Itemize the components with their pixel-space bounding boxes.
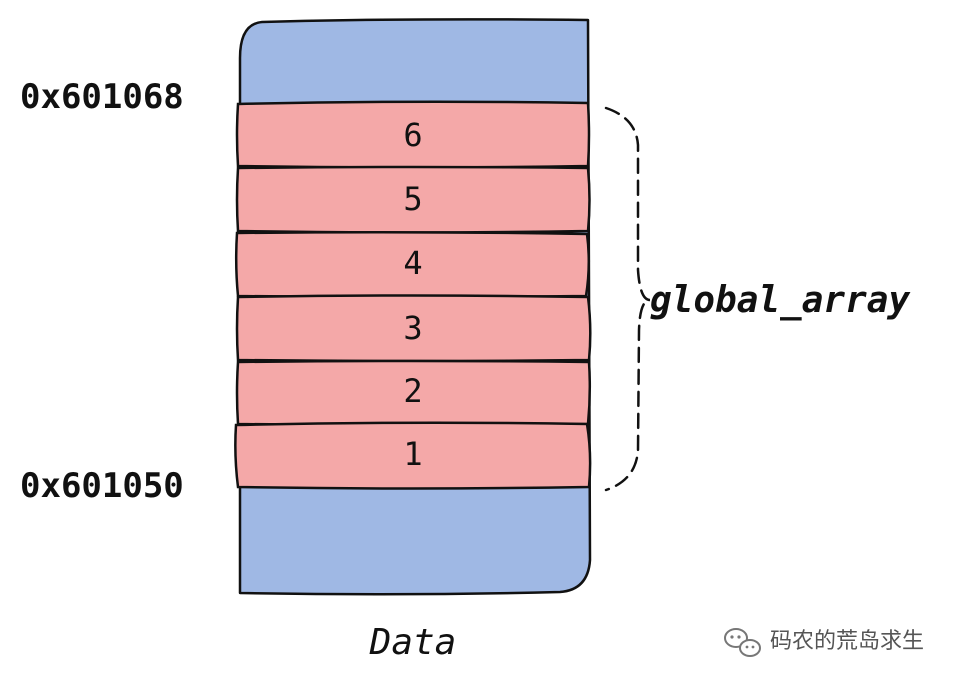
array-name-label: global_array xyxy=(650,280,911,321)
array-cell-box xyxy=(235,294,592,363)
array-cell-value: 3 xyxy=(403,309,422,347)
array-cell-value: 6 xyxy=(403,116,422,154)
array-cell: 2 xyxy=(235,359,592,427)
array-cell: 5 xyxy=(235,165,591,234)
array-cell-value: 5 xyxy=(403,180,422,218)
array-cell: 4 xyxy=(234,230,590,299)
watermark: 码农的荒岛求生 xyxy=(724,628,924,657)
array-cell-value: 4 xyxy=(403,244,422,282)
array-cell-value: 2 xyxy=(403,372,422,410)
segment-caption: Data xyxy=(369,622,457,663)
array-cell: 3 xyxy=(235,294,592,363)
array-cell-box xyxy=(235,165,591,234)
array-cell-box xyxy=(235,100,591,169)
array-cell: 1 xyxy=(234,421,592,490)
array-cell-box xyxy=(234,421,592,490)
array-cell: 6 xyxy=(235,100,591,169)
array-brace xyxy=(604,106,651,492)
watermark-text: 码农的荒岛求生 xyxy=(770,629,924,654)
array-cell-value: 1 xyxy=(403,435,422,473)
bottom-address-label: 0x601050 xyxy=(20,466,184,506)
wechat-icon xyxy=(724,628,761,657)
top-address-label: 0x601068 xyxy=(20,77,184,117)
